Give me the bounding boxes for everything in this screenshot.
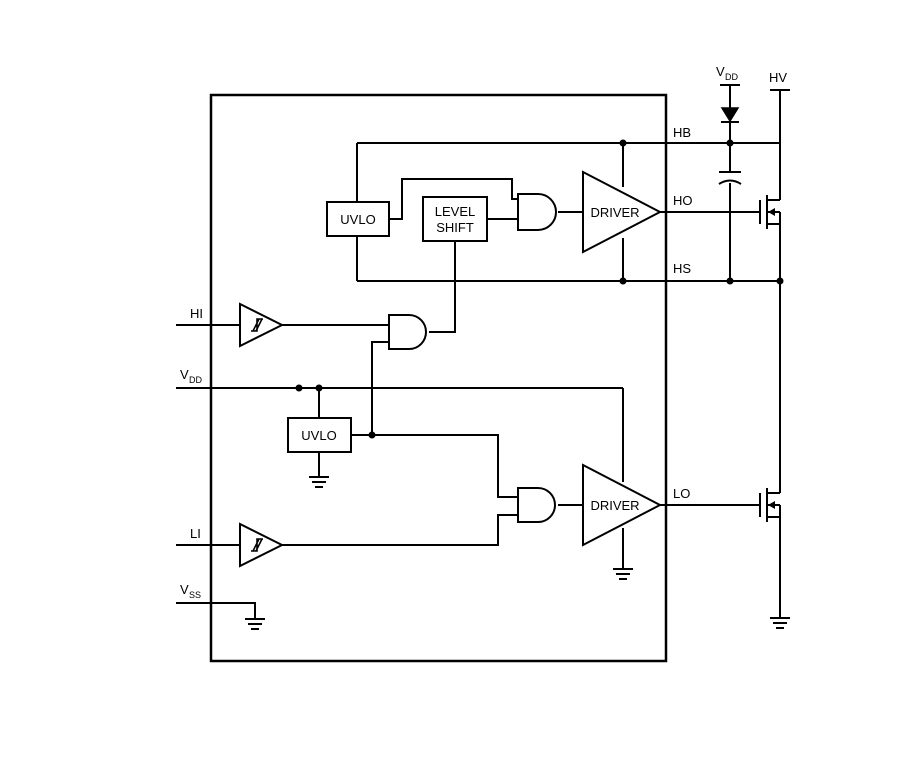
junction-dots <box>295 139 784 439</box>
level-shift-block: LEVEL SHIFT <box>422 196 488 242</box>
and-gate-high <box>517 193 557 231</box>
ground-icon <box>770 617 790 629</box>
ground-icon <box>245 618 265 630</box>
junction-dot <box>368 431 376 439</box>
pin-label-vdd: V DD <box>180 367 202 385</box>
level-shift-label-line2: SHIFT <box>436 220 474 235</box>
pin-label-hi: HI <box>190 306 203 321</box>
svg-text:V: V <box>180 582 189 597</box>
pin-label-li: LI <box>190 526 201 541</box>
and-gate-low <box>517 487 556 523</box>
pin-label-hb: HB <box>673 125 691 140</box>
junction-dot <box>315 384 323 392</box>
svg-text:SS: SS <box>189 590 201 600</box>
ground-icon <box>613 568 633 580</box>
svg-text:DD: DD <box>725 72 738 82</box>
bootstrap-capacitor-icon <box>718 171 742 185</box>
level-shift-label-line1: LEVEL <box>435 204 475 219</box>
vss-wire <box>176 602 256 618</box>
svg-text:V: V <box>180 367 189 382</box>
uvlo-to-and-high-wire <box>389 178 518 220</box>
svg-text:DD: DD <box>189 375 202 385</box>
bootstrap-diode-icon <box>720 107 740 123</box>
driver-high-label: DRIVER <box>590 205 639 220</box>
low-side-mosfet-icon <box>759 488 781 522</box>
uvlo-high-label: UVLO <box>340 212 375 227</box>
pin-label-vss: V SS <box>180 582 201 600</box>
external-hv-label: HV <box>769 70 787 85</box>
junction-dot <box>776 277 784 285</box>
pin-label-lo: LO <box>673 486 690 501</box>
driver-low-block: DRIVER <box>582 463 663 547</box>
junction-dot <box>726 277 734 285</box>
uvlo-low-label: UVLO <box>301 428 336 443</box>
high-side-mosfet-icon <box>759 195 781 229</box>
driver-low-label: DRIVER <box>590 498 639 513</box>
wires <box>176 85 781 618</box>
driver-high-block: DRIVER <box>582 170 663 254</box>
hi-schmitt-buffer <box>239 302 285 348</box>
pin-label-hs: HS <box>673 261 691 276</box>
external-vdd-label: V DD <box>716 64 738 82</box>
uvlo-high-block: UVLO <box>326 201 390 237</box>
uvlo-low-to-and-low-wire <box>351 434 518 498</box>
ic-package-outline <box>209 93 668 663</box>
junction-dot <box>295 384 303 392</box>
uvlo-low-to-and-mid-wire <box>371 341 389 435</box>
li-schmitt-buffer <box>239 522 285 568</box>
uvlo-low-block: UVLO <box>287 417 352 453</box>
li-buffer-to-and-low-wire <box>282 514 518 546</box>
junction-dot <box>726 139 734 147</box>
and-mid-to-levelshift-wire <box>429 241 456 333</box>
and-gate-mid <box>388 314 427 350</box>
svg-text:V: V <box>716 64 725 79</box>
hysteresis-icon <box>251 318 263 332</box>
pin-label-ho: HO <box>673 193 693 208</box>
hysteresis-icon <box>251 538 263 552</box>
junction-dot <box>619 277 627 285</box>
ground-icon <box>309 476 329 488</box>
junction-dot <box>619 139 627 147</box>
